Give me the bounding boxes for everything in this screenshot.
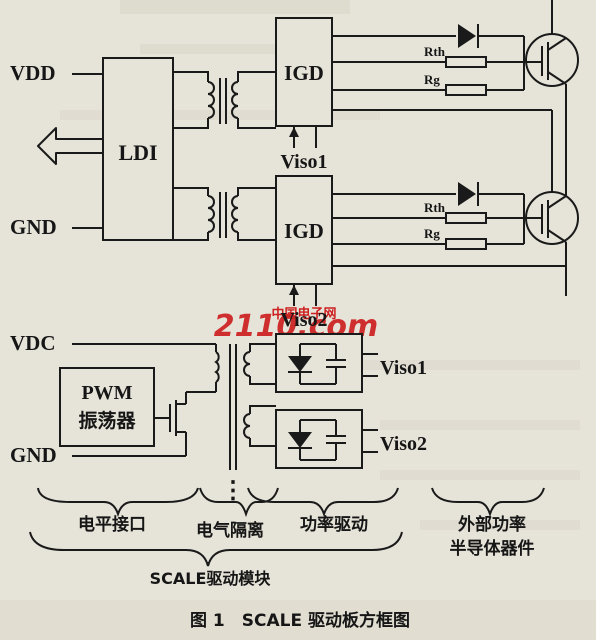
rth-label-1: Rth [424, 44, 446, 59]
viso2-arrow-up [289, 285, 299, 295]
transformer-upper-2 [173, 187, 276, 241]
rectifier-block-1 [275, 333, 363, 393]
viso1-label-igd: Viso1 [280, 151, 327, 173]
mosfet-switch [154, 391, 216, 456]
watermark-small-text: 中国电子网 [271, 306, 336, 322]
section-braces [29, 487, 545, 567]
rectifier-components-2 [288, 419, 346, 461]
igd-block-1 [275, 17, 333, 127]
vdd-label: VDD [10, 61, 56, 85]
igbt-symbol-1 [524, 0, 579, 120]
rg-label-2: Rg [424, 226, 440, 241]
transformer-lower [214, 343, 276, 470]
gnd-bottom-label: GND [10, 443, 57, 467]
viso2-label-rectifier: Viso2 [380, 433, 427, 455]
output-network-1 [332, 24, 552, 111]
igd-block-2 [275, 175, 333, 285]
section-external-line2: 半导体器件 [450, 538, 535, 559]
section-level-interface: 电平接口 [78, 514, 146, 535]
igd-label-2: IGD [284, 219, 324, 243]
rectifier-components-1 [288, 343, 346, 385]
ldi-label: LDI [118, 140, 157, 165]
oscillator-label: 振荡器 [78, 409, 136, 432]
ldi-block [102, 57, 174, 241]
section-power-drive: 功率驱动 [300, 514, 368, 535]
rg-label-1: Rg [424, 72, 440, 87]
pwm-oscillator-block [59, 367, 155, 447]
figure-caption: 图 1 SCALE 驱动板方框图 [190, 610, 410, 631]
viso2-label-igd: Viso2 [280, 309, 327, 331]
more-windings-dots: ⋮ [221, 478, 245, 504]
transformer-upper-1 [173, 71, 276, 129]
gnd-top-label: GND [10, 215, 57, 239]
section-isolation: 电气隔离 [196, 520, 264, 541]
section-external-line1: 外部功率 [458, 514, 526, 535]
viso1-label-rectifier: Viso1 [380, 357, 427, 379]
section-scale-module: SCALE驱动模块 [150, 569, 272, 588]
rth-label-2: Rth [424, 200, 446, 215]
igbt-symbol-2 [524, 110, 579, 296]
vdc-label: VDC [10, 331, 56, 355]
igd-label-1: IGD [284, 61, 324, 85]
viso1-arrow-up [289, 127, 299, 137]
pwm-label: PWM [81, 382, 132, 404]
